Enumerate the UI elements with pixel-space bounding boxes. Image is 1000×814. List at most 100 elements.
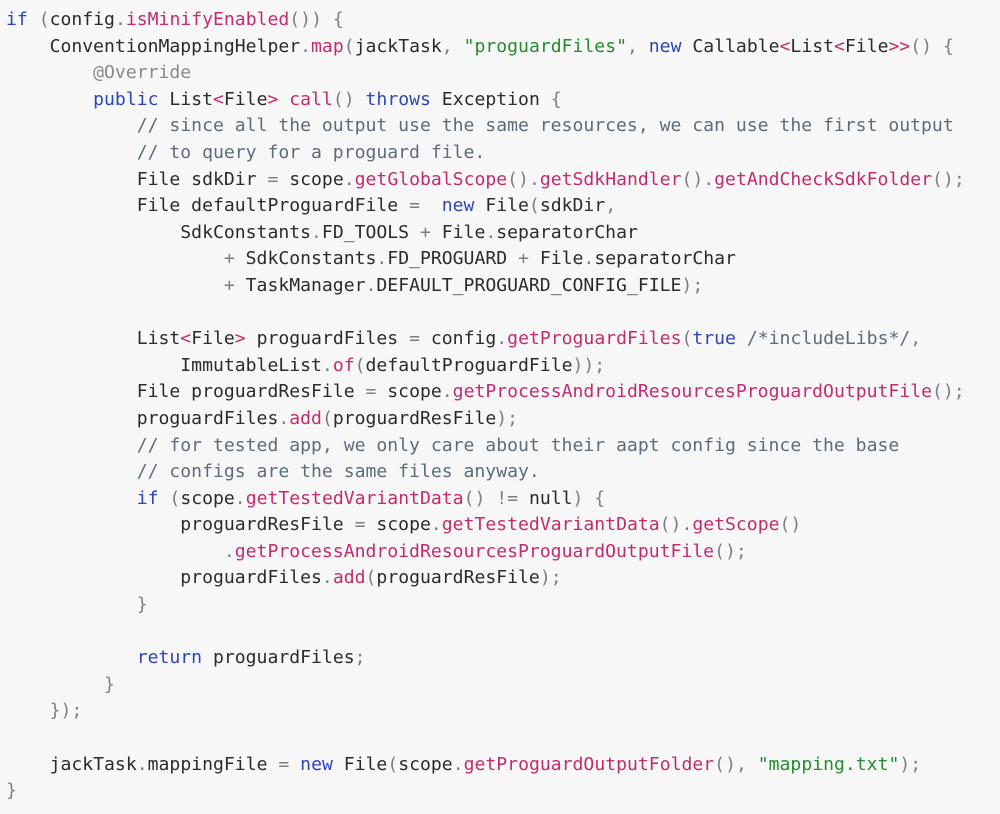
punctuation-token: + [6,248,235,270]
identifier-token: DEFAULT_PROGUARD_CONFIG_FILE [376,274,682,296]
punctuation-token: . [343,168,355,190]
keyword-token: true [692,328,736,350]
identifier-token: File [844,35,889,57]
punctuation-token: = [409,195,420,217]
punctuation-token: ); [681,274,704,296]
punctuation-token: . [6,540,235,562]
identifier-token: proguardFiles [6,407,279,429]
punctuation-token: . [441,381,453,403]
code-line: @Override [6,60,998,87]
identifier-token: SdkConstants [234,248,377,270]
identifier-token: scope [180,487,235,509]
punctuation-token: } [6,780,17,802]
punctuation-token: ( [387,753,399,775]
punctuation-token: (). [659,514,693,536]
code-line [6,300,998,327]
identifier-token: null [528,487,573,509]
punctuation-token: (); [714,540,747,562]
method-token: getSdkHandler [539,168,682,190]
method-token: isMinifyEnabled [125,9,290,30]
punctuation-token: { [539,88,562,110]
code-line: proguardFiles.add(proguardResFile); [6,406,998,433]
identifier-token: proguardResFile [332,407,497,429]
code-line: } [6,672,998,699]
punctuation-token: (), [714,753,758,775]
identifier-token: ImmutableList [6,354,322,376]
code-block: if (config.isMinifyEnabled()) { Conventi… [6,7,998,805]
punctuation-token: ( [27,9,50,30]
annotation-token: @Override [6,62,192,84]
punctuation-token: ); [496,407,519,429]
punctuation-token: = [365,381,377,403]
method-token: getProcessAndroidResourcesProguardOutput… [234,540,715,562]
method-token: getProguardOutputFolder [463,753,715,775]
punctuation-token: } [6,594,148,616]
punctuation-token: . [452,753,464,775]
keyword-token: if [6,487,159,509]
punctuation-token: ()) { [289,9,344,30]
code-line: } [6,592,998,619]
comment-token: /*includeLibs*/ [735,328,911,350]
punctuation-token: ( [681,328,693,350]
identifier-token: mappingFile [147,753,279,775]
code-line: proguardFiles.add(proguardResFile); [6,565,998,592]
type-bracket-token: < [212,88,224,110]
punctuation-token: + [518,248,529,270]
type-bracket-token: > [234,328,246,350]
type-bracket-token: < [180,328,192,350]
punctuation-token: . [114,9,126,30]
keyword-token: new [419,195,475,217]
identifier-token: TaskManager [234,274,366,296]
code-line: // configs are the same files anyway. [6,459,998,486]
identifier-token: proguardFiles [202,647,355,669]
identifier-token: separatorChar [496,221,638,243]
identifier-token: scope [365,514,431,536]
punctuation-token: ); [539,567,562,589]
identifier-token: jackTask [354,35,442,57]
method-token: add [332,567,366,589]
code-line: // for tested app, we only care about th… [6,433,998,460]
identifier-token: File [474,195,529,217]
punctuation-token: . [485,221,497,243]
method-token: getTestedVariantData [441,514,660,536]
identifier-token: List [790,35,834,57]
punctuation-token: , [910,328,922,350]
identifier-token: FD_TOOLS [321,221,420,243]
comment-token: // configs are the same files anyway. [6,461,540,483]
punctuation-token: . [300,35,312,57]
code-line: SdkConstants.FD_TOOLS + File.separatorCh… [6,220,998,247]
method-token: getTestedVariantData [245,487,464,509]
identifier-token: separatorChar [594,248,736,270]
punctuation-token: }); [6,700,83,722]
keyword-token: public [6,88,159,110]
identifier-token: File [191,328,235,350]
string-token: "proguardFiles" [463,35,627,57]
keyword-token: if [6,9,28,30]
punctuation-token: = [267,168,279,190]
identifier-token: sdkDir [539,195,606,217]
punctuation-token: (); [932,168,965,190]
keyword-token: return [6,647,203,669]
punctuation-token: () { [910,35,954,57]
code-line: if (config.isMinifyEnabled()) { [6,7,998,34]
code-line: File sdkDir = scope.getGlobalScope().get… [6,167,998,194]
code-line: + SdkConstants.FD_PROGUARD + File.separa… [6,246,998,273]
punctuation-token: ( [343,35,355,57]
identifier-token: Exception [430,88,540,110]
punctuation-token: (). [507,168,540,190]
type-bracket-token: < [779,35,791,57]
identifier-token: File defaultProguardFile [6,195,410,217]
keyword-token: new [289,753,333,775]
punctuation-token: () [332,88,366,110]
punctuation-token: . [234,487,246,509]
identifier-token: proguardResFile [6,514,355,536]
punctuation-token: . [376,248,388,270]
code-line: return proguardFiles; [6,645,998,672]
identifier-token: proguardFiles [245,328,410,350]
method-token: of [332,354,355,376]
identifier-token: File [332,753,388,775]
comment-token: // since all the output use the same res… [6,115,954,137]
method-token: getAndCheckSdkFolder [714,168,933,190]
punctuation-token: ( [158,487,181,509]
punctuation-token: (). [681,168,715,190]
